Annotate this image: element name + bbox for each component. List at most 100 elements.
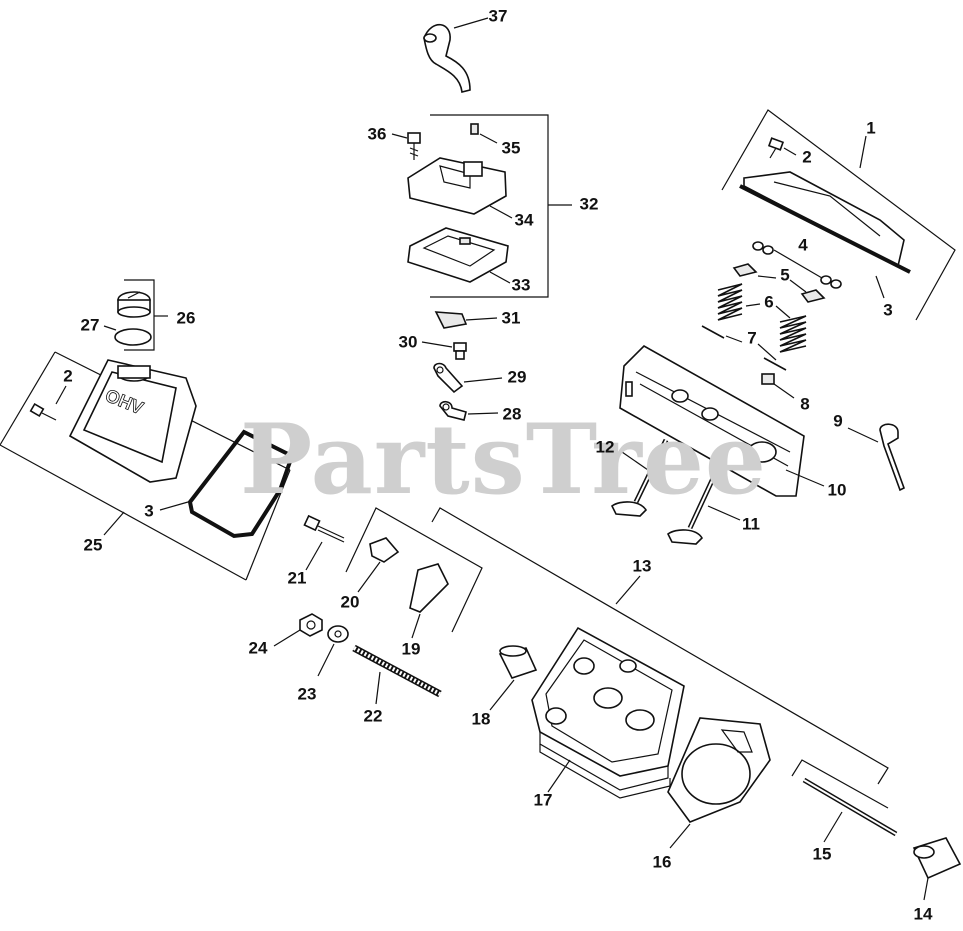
leader-3-left bbox=[159, 501, 189, 511]
callout-7[interactable]: 7 bbox=[747, 328, 757, 348]
callout-17[interactable]: 17 bbox=[533, 790, 553, 810]
leader-14 bbox=[923, 877, 929, 901]
bracket-29-part[interactable] bbox=[433, 362, 464, 394]
rocker-arm-19-part[interactable] bbox=[409, 563, 449, 613]
callout-36[interactable]: 36 bbox=[367, 124, 387, 144]
leader-37 bbox=[453, 17, 489, 29]
bracket-15 bbox=[791, 759, 889, 809]
sleeve-18-part[interactable] bbox=[498, 645, 538, 679]
screw-36-part[interactable] bbox=[407, 132, 421, 160]
leader-16 bbox=[669, 823, 691, 849]
callout-35[interactable]: 35 bbox=[501, 138, 521, 158]
callout-33[interactable]: 33 bbox=[511, 275, 531, 295]
callout-12[interactable]: 12 bbox=[595, 437, 615, 457]
callout-23[interactable]: 23 bbox=[297, 684, 317, 704]
screw-2-left-part[interactable] bbox=[29, 402, 57, 421]
callout-1[interactable]: 1 bbox=[866, 118, 876, 138]
part-31[interactable] bbox=[434, 311, 468, 329]
callout-10[interactable]: 10 bbox=[827, 480, 847, 500]
screw-30-part[interactable] bbox=[453, 342, 467, 360]
callout-4[interactable]: 4 bbox=[798, 235, 808, 255]
pins-7-part[interactable] bbox=[701, 325, 787, 371]
callout-25[interactable]: 25 bbox=[83, 535, 103, 555]
cap-8-part[interactable] bbox=[761, 373, 775, 385]
leader-21 bbox=[305, 541, 323, 571]
callout-29[interactable]: 29 bbox=[507, 367, 527, 387]
callout-20[interactable]: 20 bbox=[340, 592, 360, 612]
leader-17 bbox=[547, 759, 571, 793]
callout-14[interactable]: 14 bbox=[913, 904, 933, 924]
callout-28[interactable]: 28 bbox=[502, 404, 522, 424]
gasket-33-part[interactable] bbox=[407, 227, 509, 283]
callout-16[interactable]: 16 bbox=[652, 852, 672, 872]
cylinder-head-17-part[interactable] bbox=[531, 626, 685, 799]
screw-2-right-part[interactable] bbox=[767, 137, 785, 159]
leader-7a bbox=[725, 335, 743, 343]
bracket-32 bbox=[430, 114, 549, 298]
leader-36 bbox=[391, 133, 408, 139]
o-ring-27-part[interactable] bbox=[114, 328, 152, 346]
leader-9 bbox=[847, 427, 879, 443]
bolt-21-part[interactable] bbox=[303, 514, 345, 543]
clip-28-part[interactable] bbox=[439, 400, 467, 421]
callout-9[interactable]: 9 bbox=[833, 411, 843, 431]
leader-22 bbox=[375, 671, 381, 705]
bracket-1 bbox=[721, 109, 956, 321]
gasket-3-left-part[interactable] bbox=[187, 429, 295, 539]
leader-3-right bbox=[875, 275, 885, 299]
leader-2-right bbox=[783, 147, 797, 156]
leader-23 bbox=[317, 643, 335, 677]
breather-hose-part[interactable] bbox=[423, 23, 471, 93]
callout-2-right[interactable]: 2 bbox=[802, 147, 812, 167]
callout-18[interactable]: 18 bbox=[471, 709, 491, 729]
leader-6a bbox=[745, 303, 761, 307]
leader-2-left bbox=[55, 385, 67, 405]
bracket-20-19 bbox=[345, 507, 483, 633]
washer-23-part[interactable] bbox=[327, 625, 349, 643]
callout-31[interactable]: 31 bbox=[501, 308, 521, 328]
callout-6[interactable]: 6 bbox=[764, 292, 774, 312]
callout-37[interactable]: 37 bbox=[488, 6, 508, 26]
callout-21[interactable]: 21 bbox=[287, 568, 307, 588]
callout-27[interactable]: 27 bbox=[80, 315, 100, 335]
callout-24[interactable]: 24 bbox=[248, 638, 268, 658]
nuts-4-part[interactable] bbox=[752, 241, 842, 289]
springs-6-part[interactable] bbox=[717, 283, 807, 353]
bracket-9-part[interactable] bbox=[879, 423, 905, 492]
callout-2-left[interactable]: 2 bbox=[63, 366, 73, 386]
callout-19[interactable]: 19 bbox=[401, 639, 421, 659]
valve-cover-ohv-part[interactable]: OHV bbox=[68, 359, 197, 483]
head-gasket-16-part[interactable] bbox=[667, 717, 771, 823]
leader-4 bbox=[773, 249, 823, 279]
oil-cap-part[interactable] bbox=[117, 291, 151, 318]
valve-12-part[interactable] bbox=[610, 438, 669, 517]
stud-22-part[interactable] bbox=[352, 644, 442, 698]
callout-22[interactable]: 22 bbox=[363, 706, 383, 726]
gasket-3-right-part[interactable] bbox=[739, 184, 911, 274]
callout-30[interactable]: 30 bbox=[398, 332, 418, 352]
leader-34 bbox=[489, 205, 513, 219]
nut-24-part[interactable] bbox=[299, 613, 323, 637]
callout-26[interactable]: 26 bbox=[176, 308, 196, 328]
bracket-25-left bbox=[0, 351, 56, 446]
bracket-13 bbox=[431, 507, 889, 785]
callout-8[interactable]: 8 bbox=[800, 394, 810, 414]
valve-11-part[interactable] bbox=[666, 470, 719, 545]
callout-3-left[interactable]: 3 bbox=[144, 501, 154, 521]
push-rod-15-part[interactable] bbox=[802, 777, 898, 837]
callout-34[interactable]: 34 bbox=[514, 210, 534, 230]
cover-34-part[interactable] bbox=[407, 157, 507, 215]
pivot-20-part[interactable] bbox=[369, 537, 400, 563]
callout-32[interactable]: 32 bbox=[579, 194, 599, 214]
lifter-14-part[interactable] bbox=[912, 837, 962, 880]
callout-15[interactable]: 15 bbox=[812, 844, 832, 864]
callout-13[interactable]: 13 bbox=[632, 556, 652, 576]
callout-11[interactable]: 11 bbox=[742, 514, 760, 534]
callout-3-right[interactable]: 3 bbox=[883, 300, 893, 320]
retainers-5-part[interactable] bbox=[732, 263, 826, 303]
fitting-35-part[interactable] bbox=[470, 123, 479, 135]
rocker-block-10-part[interactable] bbox=[619, 345, 805, 497]
callout-5[interactable]: 5 bbox=[780, 265, 790, 285]
